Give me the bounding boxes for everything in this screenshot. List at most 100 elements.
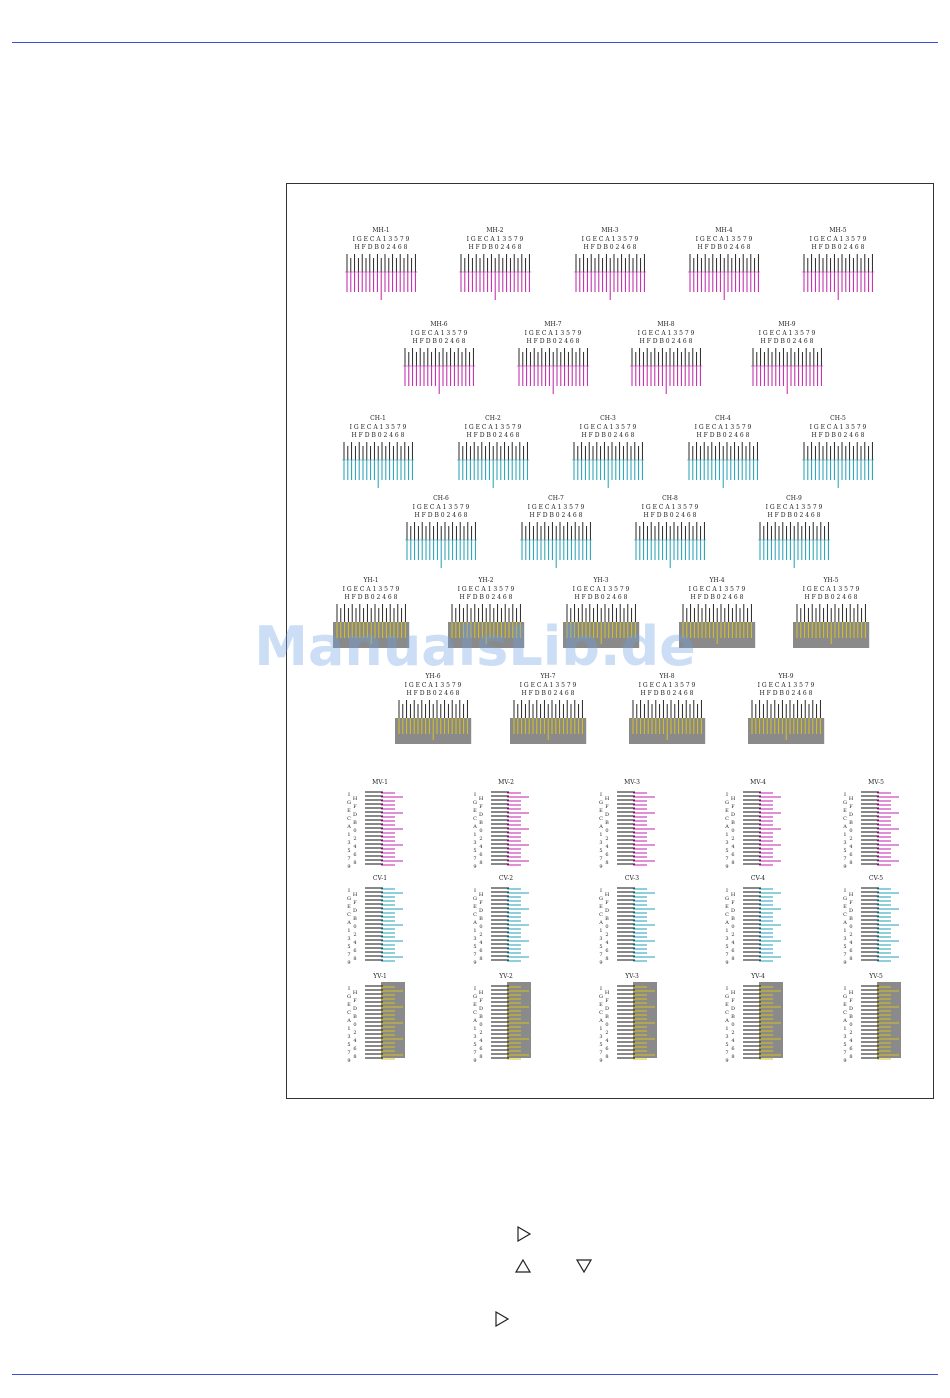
- scale-letter: 0: [849, 1022, 852, 1028]
- scale-letter: 2: [479, 836, 482, 842]
- scale-letters-top: I G E C A 1 3 5 7 9: [639, 682, 696, 689]
- scale-letters-top: I G E C A 1 3 5 7 9: [695, 424, 752, 431]
- pattern-label: YH-6: [424, 673, 440, 680]
- scale-letter: A: [598, 824, 603, 830]
- scale-letter: 1: [347, 1026, 350, 1032]
- scale-letter: 0: [605, 828, 608, 834]
- scale-letter: 9: [347, 1058, 350, 1064]
- scale-letter: 7: [473, 952, 476, 958]
- scale-letter: 4: [605, 1038, 608, 1044]
- scale-letters-bottom: H F D B 0 2 4 6 8: [761, 338, 814, 345]
- scale-letters-top: I G E C A 1 3 5 7 9: [573, 586, 630, 593]
- scale-letter: 1: [843, 832, 846, 838]
- pattern-label: YH-9: [777, 673, 793, 680]
- pattern-label: MH-4: [715, 227, 732, 234]
- pattern-label: CH-6: [433, 495, 449, 502]
- pattern-label: CH-9: [786, 495, 802, 502]
- scale-letters-top: I G E C A 1 3 5 7 9: [810, 424, 867, 431]
- horizontal-pattern-mh-7: MH-7I G E C A 1 3 5 7 9H F D B 0 2 4 6 8: [517, 321, 590, 394]
- scale-letter: 2: [849, 836, 852, 842]
- horizontal-pattern-mh-5: MH-5I G E C A 1 3 5 7 9H F D B 0 2 4 6 8: [802, 227, 875, 300]
- scale-letters-bottom: H F D B 0 2 4 6 8: [644, 512, 697, 519]
- scale-letter: H: [731, 796, 736, 802]
- scale-letters-top: I G E C A 1 3 5 7 9: [525, 330, 582, 337]
- scale-letter: 6: [353, 1046, 356, 1052]
- scale-letters-bottom: H F D B 0 2 4 6 8: [760, 690, 813, 697]
- scale-letter: 7: [725, 1050, 728, 1056]
- pattern-label: YH-1: [362, 577, 378, 584]
- scale-letter: 3: [347, 1034, 350, 1040]
- scale-letter: A: [598, 1018, 603, 1024]
- scale-letter: I: [844, 792, 846, 798]
- scale-letter: 1: [473, 832, 476, 838]
- scale-letter: 7: [843, 856, 846, 862]
- scale-letter: A: [724, 920, 729, 926]
- scale-letter: 3: [599, 936, 602, 942]
- scale-letter: 6: [605, 1046, 608, 1052]
- pattern-label: MH-2: [486, 227, 503, 234]
- horizontal-pattern-ch-3: CH-3I G E C A 1 3 5 7 9H F D B 0 2 4 6 8: [572, 415, 645, 488]
- scale-letter: D: [353, 812, 357, 818]
- scale-letter: 5: [725, 848, 728, 854]
- scale-letter: A: [842, 1018, 847, 1024]
- scale-letter: H: [353, 990, 358, 996]
- scale-letter: 8: [353, 956, 356, 962]
- scale-letter: 2: [605, 932, 608, 938]
- horizontal-pattern-yh-6: YH-6I G E C A 1 3 5 7 9H F D B 0 2 4 6 8: [395, 673, 472, 744]
- pattern-label: MV-2: [498, 779, 514, 786]
- scale-letter: G: [843, 994, 847, 1000]
- scale-letter: E: [599, 808, 603, 814]
- horizontal-pattern-ch-9: CH-9I G E C A 1 3 5 7 9H F D B 0 2 4 6 8: [758, 495, 831, 568]
- scale-letter: D: [479, 812, 483, 818]
- scale-letter: 7: [725, 952, 728, 958]
- pattern-label: MV-4: [750, 779, 766, 786]
- scale-letter: G: [347, 994, 351, 1000]
- scale-letters-bottom: H F D B 0 2 4 6 8: [805, 594, 858, 601]
- scale-letter: D: [479, 908, 483, 914]
- scale-letter: E: [473, 904, 477, 910]
- scale-letter: 5: [347, 944, 350, 950]
- scale-letter: C: [473, 912, 477, 918]
- scale-letter: B: [849, 916, 853, 922]
- scale-letters-top: I G E C A 1 3 5 7 9: [582, 236, 639, 243]
- scale-letter: C: [843, 912, 847, 918]
- pattern-label: YV-2: [498, 973, 513, 980]
- scale-letter: A: [346, 920, 351, 926]
- scale-letters-bottom: H F D B 0 2 4 6 8: [522, 690, 575, 697]
- down-triangle-icon: [576, 1259, 592, 1274]
- scale-letter: C: [347, 816, 351, 822]
- scale-letter: G: [843, 800, 847, 806]
- scale-letter: 3: [473, 936, 476, 942]
- scale-letter: C: [725, 912, 729, 918]
- scale-letter: I: [474, 888, 476, 894]
- scale-letter: 1: [599, 1026, 602, 1032]
- scale-letter: 4: [479, 940, 482, 946]
- horizontal-pattern-ch-2: CH-2I G E C A 1 3 5 7 9H F D B 0 2 4 6 8: [457, 415, 530, 488]
- scale-letters-bottom: H F D B 0 2 4 6 8: [345, 594, 398, 601]
- scale-letter: H: [605, 892, 610, 898]
- scale-letter: D: [849, 908, 853, 914]
- scale-letters-bottom: H F D B 0 2 4 6 8: [768, 512, 821, 519]
- horizontal-pattern-ch-6: CH-6I G E C A 1 3 5 7 9H F D B 0 2 4 6 8: [405, 495, 478, 568]
- scale-letter: 5: [599, 1042, 602, 1048]
- scale-letter: E: [347, 808, 351, 814]
- scale-letter: 2: [605, 1030, 608, 1036]
- scale-letter: A: [346, 1018, 351, 1024]
- scale-letter: B: [605, 1014, 609, 1020]
- scale-letter: E: [599, 904, 603, 910]
- scale-letters-top: I G E C A 1 3 5 7 9: [350, 424, 407, 431]
- scale-letters-top: I G E C A 1 3 5 7 9: [689, 586, 746, 593]
- scale-letter: H: [353, 892, 358, 898]
- scale-letter: 3: [347, 936, 350, 942]
- horizontal-pattern-mh-1: MH-1I G E C A 1 3 5 7 9H F D B 0 2 4 6 8: [345, 227, 418, 300]
- pattern-label: YH-2: [477, 577, 493, 584]
- scale-letters-bottom: H F D B 0 2 4 6 8: [697, 432, 750, 439]
- scale-letter: 4: [605, 940, 608, 946]
- scale-letter: 7: [473, 856, 476, 862]
- scale-letters-top: I G E C A 1 3 5 7 9: [638, 330, 695, 337]
- scale-letter: B: [731, 820, 735, 826]
- horizontal-pattern-yh-4: YH-4I G E C A 1 3 5 7 9H F D B 0 2 4 6 8: [679, 577, 756, 648]
- scale-letter: 6: [479, 852, 482, 858]
- scale-letter: A: [472, 824, 477, 830]
